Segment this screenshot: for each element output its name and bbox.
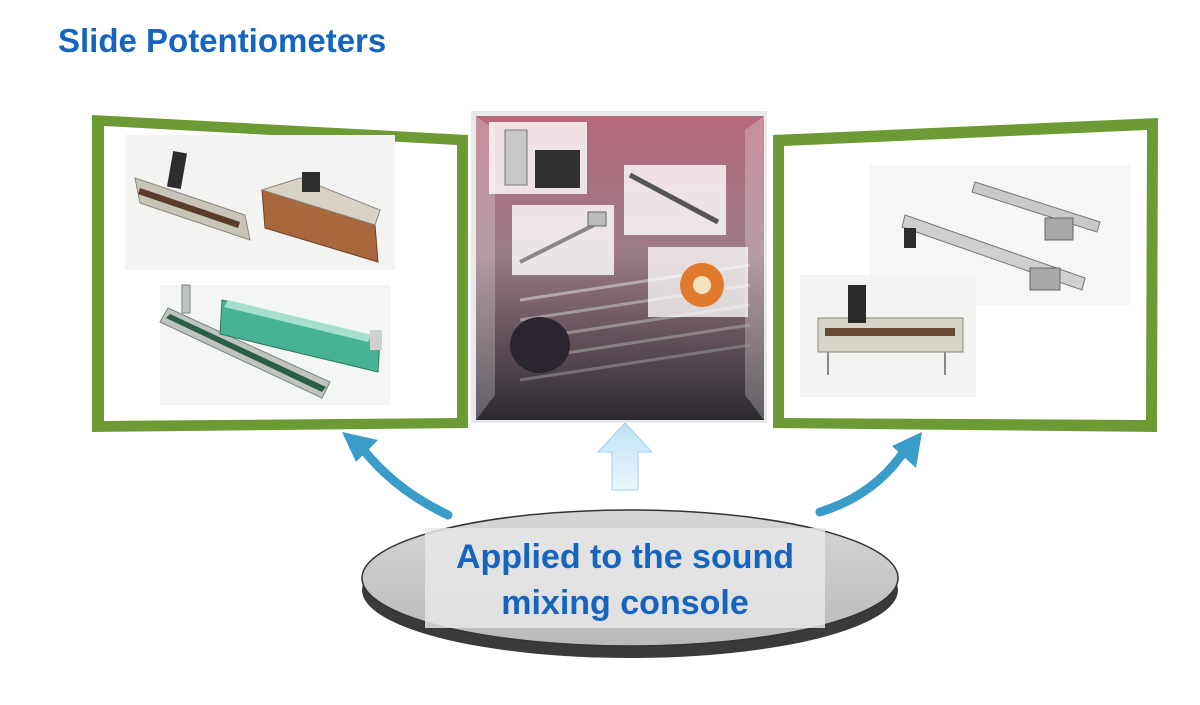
center-label: Applied to the sound mixing console bbox=[425, 528, 825, 628]
arrow-right bbox=[815, 432, 922, 517]
arrow-up bbox=[596, 422, 654, 491]
left-panel bbox=[92, 115, 468, 432]
slide-pot-motorized-icon bbox=[901, 181, 1101, 291]
center-panel bbox=[471, 111, 767, 423]
page-title: Slide Potentiometers bbox=[58, 22, 387, 59]
slide-pot-silver-icon bbox=[134, 151, 251, 241]
arrow-left bbox=[342, 432, 453, 520]
slide-pot-green-icon bbox=[219, 299, 382, 373]
slide-pot-long-icon bbox=[159, 284, 331, 399]
slide-pot-brown-icon bbox=[260, 172, 381, 263]
headphone-icon bbox=[510, 317, 570, 373]
slide-pot-short-icon bbox=[817, 285, 964, 375]
right-panel bbox=[773, 118, 1158, 432]
